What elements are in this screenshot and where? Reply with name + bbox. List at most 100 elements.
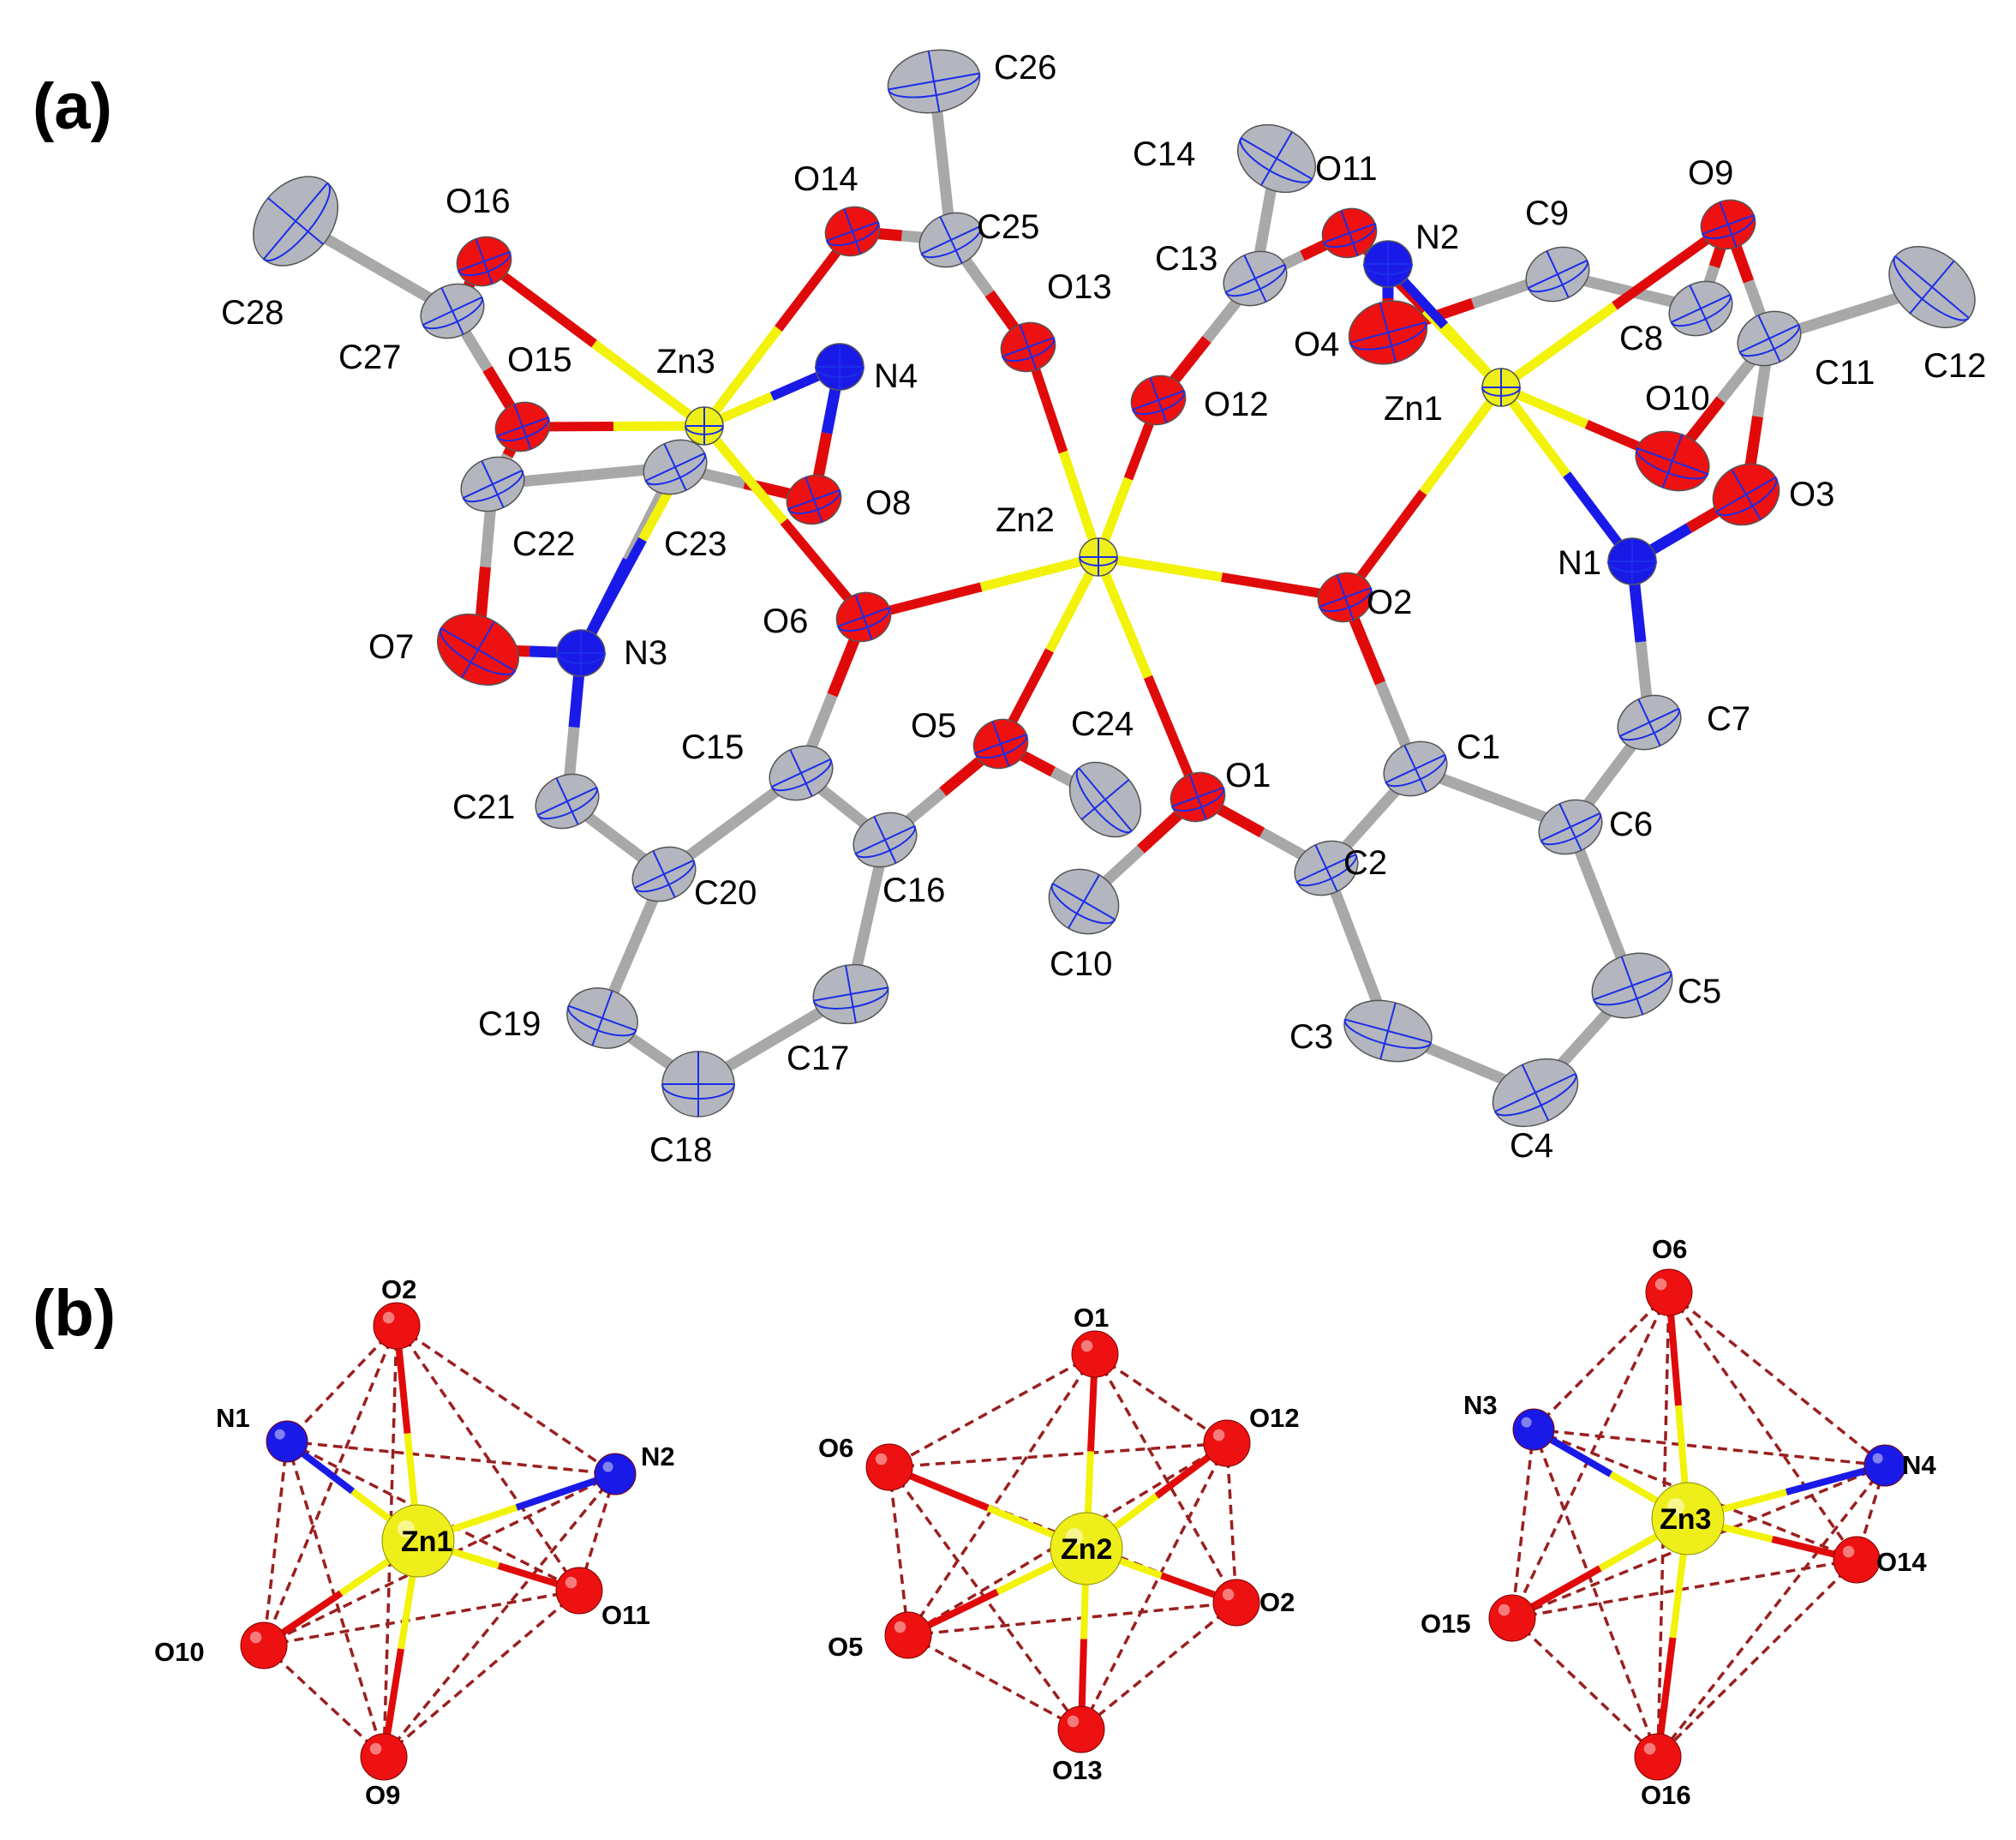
atom-n3 — [556, 629, 606, 677]
atom-c22-axis-minor — [481, 460, 505, 508]
atom-c13-axis-arc — [1224, 264, 1286, 297]
label-c10: C10 — [1050, 945, 1112, 983]
atom-c25 — [918, 212, 984, 268]
atom-c6 — [1538, 799, 1603, 855]
edge-zn1-o2-n2 — [396, 1324, 616, 1476]
edge-zn2-o5-o13 — [907, 1633, 1082, 1731]
atom-o5-axis-arc — [973, 734, 1028, 759]
label-c7: C7 — [1707, 700, 1750, 738]
atom-c1-axis-minor — [1403, 745, 1427, 793]
atom-c17-axis-arc — [812, 987, 889, 1010]
atom-c21-axis-minor — [555, 777, 579, 825]
label-zn3-n3: N3 — [1463, 1390, 1498, 1420]
edge-zn1-o10-o9 — [262, 1644, 386, 1759]
label-zn1-n2: N2 — [641, 1441, 675, 1471]
atom-o8-axis-minor — [805, 476, 823, 523]
label-c15: C15 — [681, 728, 744, 766]
atom-c17 — [812, 963, 889, 1025]
edge-zn2-o6-o5 — [888, 1466, 910, 1636]
atom-o5 — [972, 718, 1029, 770]
atom-o8-axis-arc — [787, 489, 841, 515]
atom-c27-axis-arc — [422, 297, 483, 330]
atom-c26 — [887, 49, 981, 114]
label-o12: O12 — [1204, 386, 1269, 423]
edge-zn2-o1-o5 — [906, 1353, 1097, 1636]
vertex-zn3-o15-highlight — [1498, 1603, 1511, 1616]
atom-zn3 — [685, 406, 724, 446]
edge-zn2-o5-o2 — [907, 1601, 1237, 1637]
vertex-zn2-o12 — [1203, 1419, 1251, 1467]
atom-n2 — [1363, 240, 1413, 288]
atom-c10-axis-minor — [1068, 874, 1100, 929]
label-o3: O3 — [1789, 476, 1834, 513]
atom-n1 — [1607, 537, 1657, 585]
label-o11: O11 — [1315, 150, 1378, 188]
label-c16: C16 — [882, 872, 945, 909]
atom-o16 — [456, 236, 512, 287]
label-c12: C12 — [1923, 347, 1986, 385]
edge-zn3-n3-o16 — [1532, 1429, 1660, 1758]
bond-zn1-o2-half-a — [1419, 384, 1505, 495]
label-zn1-o9: O9 — [365, 1780, 400, 1810]
atom-c23-axis-minor — [663, 443, 687, 491]
panel-a-bonds — [292, 81, 1934, 1098]
label-center-zn1: Zn1 — [401, 1525, 452, 1558]
atom-o14 — [824, 206, 881, 257]
atom-o6-axis-minor — [854, 594, 873, 640]
label-o7: O7 — [368, 628, 414, 666]
edge-zn2-o2-o13 — [1080, 1601, 1238, 1731]
center-zn3-highlight — [1667, 1498, 1684, 1515]
edge-zn1-o2-o9 — [382, 1325, 398, 1758]
atom-c16-axis-minor — [873, 816, 897, 864]
vertex-zn3-n3 — [1512, 1408, 1555, 1451]
bond-zn2-o1-half-a — [1093, 554, 1153, 680]
edge-zn1-n1-o11 — [286, 1440, 580, 1592]
label-o15: O15 — [507, 341, 572, 379]
atom-c19 — [566, 987, 638, 1049]
label-zn2-o2: O2 — [1259, 1587, 1295, 1617]
label-c26: C26 — [994, 49, 1056, 87]
atom-c2-axis-minor — [1314, 844, 1338, 892]
label-n3: N3 — [624, 634, 667, 672]
edge-zn1-o2-o10 — [262, 1325, 398, 1646]
label-o2: O2 — [1367, 584, 1412, 621]
label-c18: C18 — [649, 1131, 712, 1169]
vertex-zn3-o15 — [1488, 1594, 1536, 1642]
atom-c27 — [420, 283, 485, 339]
atom-c9-axis-arc — [1527, 260, 1588, 293]
atom-o9-axis-arc — [1701, 214, 1756, 240]
atom-c5-axis-arc — [1592, 971, 1672, 1006]
atom-c18-axis-arc — [661, 1083, 735, 1100]
edge-zn3-o6-n4 — [1667, 1291, 1887, 1467]
atom-c14 — [1236, 123, 1317, 194]
vertex-zn1-o9-highlight — [369, 1742, 382, 1755]
atom-c16 — [852, 812, 918, 868]
edge-zn3-n3-o15 — [1511, 1429, 1535, 1619]
atom-zn3-axis-arc — [685, 425, 724, 435]
atom-o16-axis-arc — [457, 251, 511, 277]
atom-c20-axis-minor — [652, 850, 676, 898]
atom-c23-axis-arc — [644, 453, 706, 486]
atom-c24-axis-arc — [1075, 767, 1133, 834]
bond-zn2-o2-half-a — [1098, 552, 1223, 582]
atom-o12-axis-minor — [1149, 377, 1168, 423]
atom-c27-axis-minor — [440, 287, 464, 335]
label-c27: C27 — [338, 339, 401, 376]
atom-c21-axis-arc — [536, 787, 598, 820]
label-o16: O16 — [446, 183, 511, 220]
atom-c5 — [1591, 952, 1673, 1019]
atom-o3-axis-minor — [1731, 469, 1762, 520]
label-c14: C14 — [1133, 135, 1195, 173]
vertex-zn1-n2 — [594, 1453, 637, 1495]
atom-c4 — [1492, 1058, 1579, 1128]
atom-o10-axis-arc — [1636, 447, 1709, 480]
atom-o9-axis-minor — [1719, 201, 1738, 248]
edge-zn1-o11-o9 — [382, 1589, 581, 1759]
label-c2: C2 — [1343, 844, 1387, 882]
vertex-zn2-o12-highlight — [1212, 1429, 1225, 1441]
atom-c6-axis-minor — [1558, 803, 1582, 851]
atom-c28 — [253, 176, 338, 267]
atom-zn1-axis-arc — [1481, 387, 1521, 397]
